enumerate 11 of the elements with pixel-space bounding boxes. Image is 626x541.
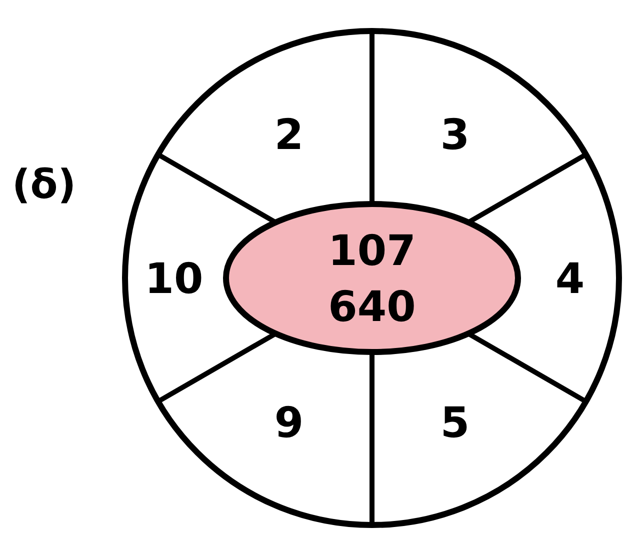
sector-number: 10 xyxy=(144,254,204,303)
sector-number: 4 xyxy=(555,254,585,303)
sector-number: 5 xyxy=(440,398,470,447)
panel-label: (δ) xyxy=(12,162,76,208)
center-number: 640 xyxy=(328,282,416,331)
sector-number: 2 xyxy=(274,110,304,160)
center-ellipse xyxy=(223,201,521,355)
sector-number: 3 xyxy=(440,110,470,160)
circle-outline xyxy=(122,28,622,528)
sector-number: 9 xyxy=(274,398,304,447)
center-number: 107 xyxy=(328,226,416,275)
